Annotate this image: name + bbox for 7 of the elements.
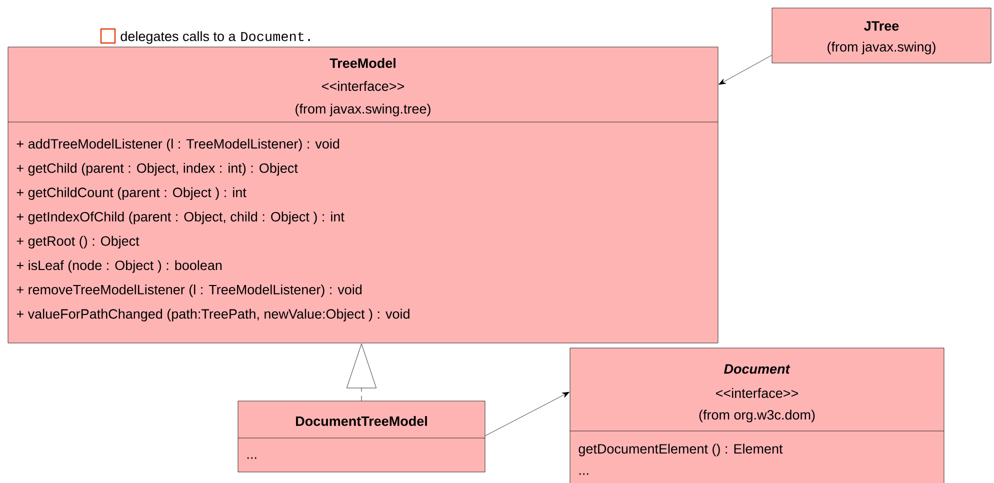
class-box: JTree (from javax.swing) xyxy=(772,8,992,64)
arrow xyxy=(718,55,772,85)
inheritance-arrow xyxy=(346,344,376,401)
class-box: DocumentTreeModel ... xyxy=(238,400,486,472)
class-box: Document <<interface>> (from org.w3c.dom) getDocumentElement () : Element ... xyxy=(570,348,944,483)
arrow xyxy=(485,392,570,436)
class-box: TreeModel <<interface>> (from javax.swing.tree) + addTreeModelListener (l : TreeModelListener) : void + getChild (parent : Object, index : int) : Object + getChildCount (parent : Object ) : int + getIndexOfChild (parent : Object, child : Object ) : int + getRoot () : Object + isLeaf (node : Object ) : boolean + removeTreeModelListener (l : TreeModelListener) : void + valueForPathChanged (path:TreePath, newValue:Object ) : void xyxy=(8,46,718,344)
